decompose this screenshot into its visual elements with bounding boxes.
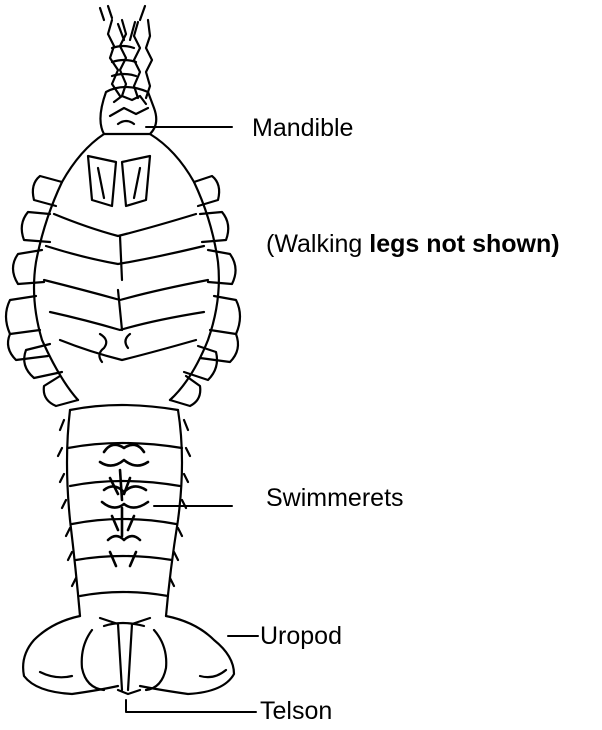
label-swimmerets: Swimmerets: [266, 486, 404, 511]
label-uropod: Uropod: [260, 624, 342, 649]
abdomen: [58, 405, 190, 616]
label-mandible: Mandible: [252, 116, 353, 141]
walking-legs-note-open: (Walking: [266, 230, 362, 258]
leg-bases-left: [6, 176, 78, 406]
walking-legs-note-rest: legs not shown): [369, 230, 559, 258]
tail-fan: [23, 616, 234, 694]
antennae: [100, 6, 152, 98]
swimmerets: [100, 445, 148, 566]
cephalothorax: [34, 134, 219, 400]
label-telson: Telson: [260, 699, 332, 724]
walking-legs-note: (Walking legs not shown): [266, 232, 560, 257]
